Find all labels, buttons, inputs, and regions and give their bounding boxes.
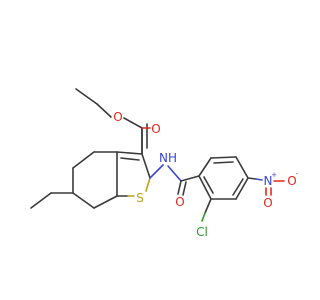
bond [235, 156, 249, 179]
bond [177, 180, 182, 195]
bond [123, 117, 143, 129]
nitro-nitrogen-charge: + [271, 171, 277, 179]
bond [182, 181, 187, 196]
bond [198, 175, 212, 200]
ester-ether-oxygen-label: O [113, 110, 122, 124]
cyclohexane-ring [30, 151, 118, 209]
bond [198, 157, 212, 177]
nitro-oxygen-bottom-label: O [263, 196, 272, 210]
bond [72, 192, 95, 209]
bond [232, 178, 244, 196]
bond [201, 212, 206, 222]
bond [75, 88, 98, 105]
benzene-ring: Cl [196, 156, 263, 239]
molecule-structure: O O S NH O [30, 88, 299, 239]
nitro-oxygen-charge: - [296, 170, 299, 178]
bond [247, 177, 257, 180]
bond [30, 192, 52, 209]
nitro-nitrogen-label: N [264, 174, 273, 188]
bond [213, 161, 234, 164]
bond [141, 153, 151, 179]
thiophene-ring: S [116, 151, 151, 205]
bond [116, 151, 143, 155]
bond [210, 156, 237, 159]
bond [203, 176, 214, 194]
amide-group: NH O [149, 151, 200, 209]
ethyl-ester-group: O O [75, 88, 161, 155]
bond [255, 178, 263, 181]
bond [120, 157, 140, 161]
bond [204, 198, 212, 214]
ester-carbonyl-oxygen-label: O [151, 122, 160, 136]
amide-oxygen-label: O [175, 195, 184, 209]
nitro-oxygen-right-label: O [287, 174, 296, 188]
bond [167, 165, 182, 182]
amide-nh-label: NH [159, 151, 177, 165]
bond [180, 175, 200, 182]
chlorine-label: Cl [196, 225, 208, 239]
bond [149, 164, 164, 179]
bond [93, 195, 118, 209]
thiophene-sulfur-label: S [136, 191, 144, 205]
bond [145, 177, 151, 192]
bond [235, 177, 249, 200]
bond [96, 103, 112, 118]
nitro-group: N + O O - [263, 170, 298, 210]
bond [72, 151, 95, 169]
